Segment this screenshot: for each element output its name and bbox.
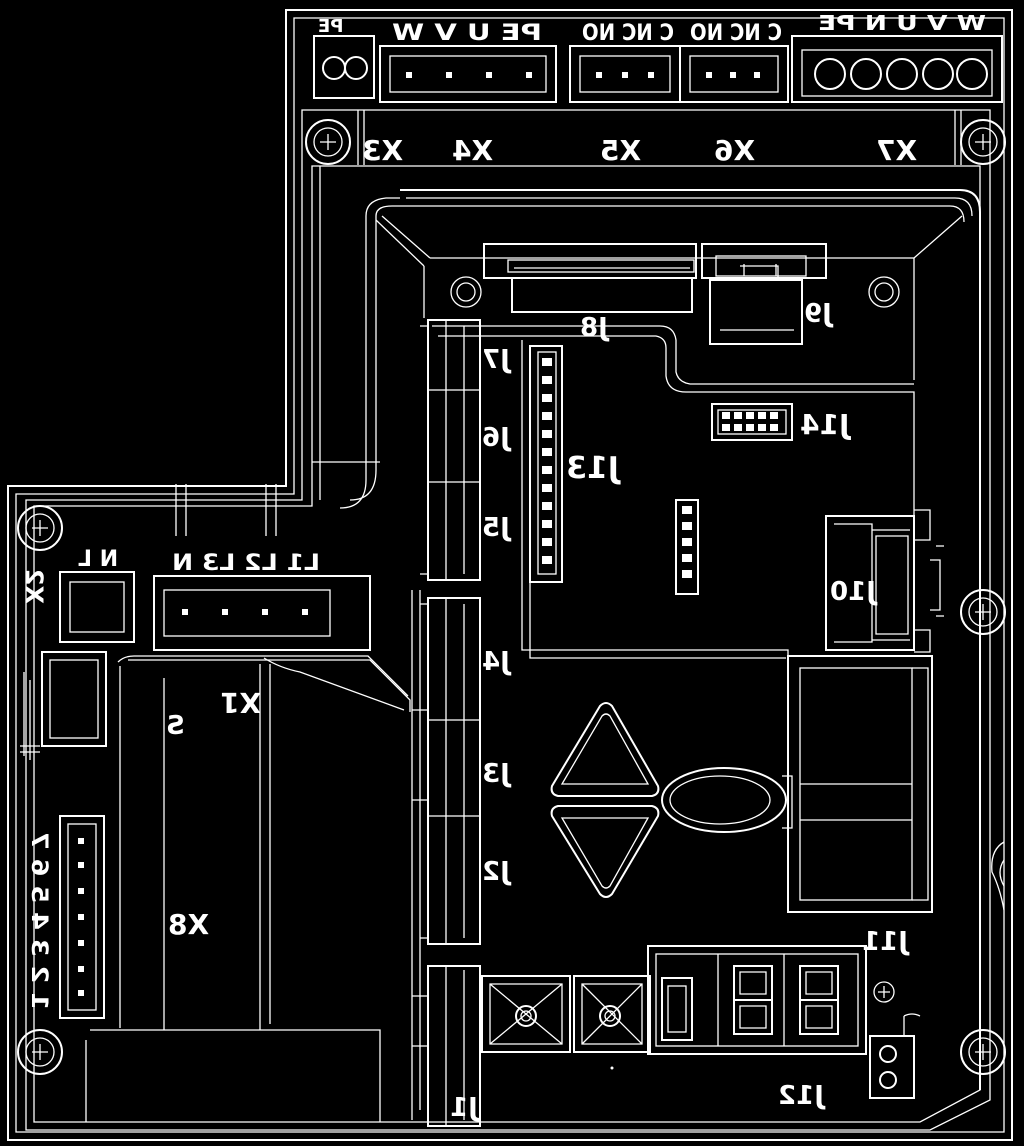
potentiometer-right-icon[interactable] — [573, 975, 651, 1053]
x3-label: X3 — [362, 134, 403, 167]
x5-label: X5 — [600, 134, 641, 167]
jumper-j10-connector — [825, 509, 944, 653]
j6-label: J6 — [482, 423, 512, 453]
center-button-icon[interactable] — [661, 767, 793, 833]
connector-x7 — [791, 35, 1003, 103]
connector-x8 — [59, 815, 105, 1019]
jumper-j12-terminal — [869, 1013, 921, 1099]
j11-label: J11 — [862, 927, 910, 957]
x7-pin-label: W V U N PE — [818, 11, 986, 35]
jumper-j13-header — [529, 345, 563, 583]
j8-label: J8 — [580, 313, 610, 343]
x4-pin-label: PE U V W — [392, 21, 542, 46]
x6-pin-label: C NC NO — [690, 21, 782, 46]
top-pin-labels: PE PE U V W C NC NO C NC NO W V U N PE — [318, 11, 986, 46]
j14-label: J14 — [800, 408, 851, 441]
x3-pin-label: PE — [318, 16, 344, 37]
j10-label: J10 — [830, 577, 878, 607]
j5-label: J5 — [482, 513, 512, 543]
relay-block — [787, 655, 933, 913]
jumper-j14-header — [711, 403, 793, 441]
x4-label: X4 — [452, 134, 493, 167]
j12-label: J12 — [778, 1081, 826, 1111]
x2-label: X2 — [20, 569, 48, 604]
connector-x6 — [679, 45, 789, 103]
jumper-stack-left — [412, 319, 481, 1127]
small-header — [675, 499, 699, 595]
x2-pin-label: N L — [78, 547, 118, 572]
j2-label: J2 — [482, 857, 512, 887]
connector-x1 — [153, 575, 371, 651]
down-arrow-button-icon[interactable] — [550, 805, 660, 898]
up-arrow-button-icon[interactable] — [550, 702, 660, 797]
connector-x4 — [379, 45, 557, 103]
jumper-labels-left: J7 J6 J5 J4 J3 J2 J1 — [450, 345, 512, 1123]
x1-label: X1 — [220, 686, 261, 719]
x8-pin-label: 1 2 3 4 5 6 7 — [26, 832, 51, 1010]
mounting-holes — [17, 119, 1006, 1075]
connector-x3 — [313, 35, 375, 99]
connector-x5 — [569, 45, 681, 103]
left-channel — [85, 655, 411, 1122]
j1-label: J1 — [450, 1093, 480, 1123]
x1-pin-label: L1 L2 L3 N — [172, 551, 320, 576]
marker-dot — [610, 1066, 614, 1070]
jumper-j9-connector — [701, 243, 827, 345]
potentiometer-left-icon[interactable] — [481, 975, 571, 1053]
side-clip — [991, 841, 1005, 911]
pcb-central-outline — [432, 325, 915, 659]
display-module — [647, 945, 867, 1055]
jumper-j8-connector — [483, 243, 697, 313]
switch-block — [20, 651, 107, 760]
j4-label: J4 — [482, 647, 512, 677]
connector-x2 — [59, 571, 135, 643]
j9-label: J9 — [804, 299, 834, 329]
j3-label: J3 — [482, 759, 512, 789]
j7-label: J7 — [482, 345, 512, 375]
x6-label: X6 — [714, 134, 755, 167]
x8-label: X8 — [168, 908, 209, 941]
x7-label: X7 — [876, 134, 917, 167]
connector-names: X3 X4 X5 X6 X7 — [362, 134, 917, 167]
x5-pin-label: C NC NO — [582, 21, 674, 46]
inner-housing — [312, 166, 981, 1120]
j13-label: J13 — [566, 451, 621, 486]
s-label: S — [166, 711, 185, 741]
